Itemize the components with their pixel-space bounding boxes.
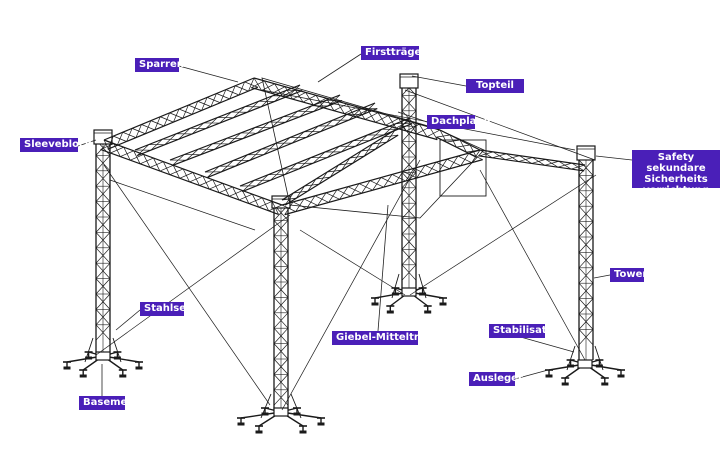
back-right-truss xyxy=(436,129,481,158)
label-firsttraeger: Firstträger xyxy=(361,46,426,60)
gable-center-truss xyxy=(281,129,399,206)
sleeveblock-front-left xyxy=(93,129,113,145)
leader-sparren xyxy=(178,65,239,83)
steel-cable-8 xyxy=(261,89,576,151)
right-eave-truss xyxy=(281,149,483,216)
inner-rafter-3 xyxy=(204,102,378,179)
dachplane-end-panel xyxy=(439,139,487,197)
truss-layer xyxy=(63,73,625,434)
base-safety-right xyxy=(545,345,625,386)
roof-plane-outline xyxy=(261,77,485,219)
leader-ausleger xyxy=(514,369,549,380)
label-basement: Basement xyxy=(79,396,139,410)
label-sleeveblock: Sleeveblock xyxy=(20,138,92,152)
leader-safety xyxy=(595,155,633,161)
base-back-left xyxy=(371,273,447,314)
front-edge-truss xyxy=(100,139,283,215)
leader-giebel xyxy=(377,204,389,332)
label-topteil: Topteil xyxy=(466,79,524,93)
steel-cable-3 xyxy=(299,229,406,296)
tower-front-left xyxy=(95,139,111,355)
inner-rafter-1 xyxy=(134,84,303,157)
topteil-safety xyxy=(576,145,596,161)
steel-cable-5 xyxy=(479,169,586,361)
label-giebel: Giebel-Mittelträger xyxy=(332,331,444,345)
tower-back-left xyxy=(401,79,417,290)
label-safety: Safety sekundare Sicherheits vorrichtung xyxy=(632,150,720,196)
label-stabilisator: Stabilisator xyxy=(489,324,558,338)
label-stahlseil: Stahlseil xyxy=(140,302,193,316)
leader-stahlseil xyxy=(115,309,141,331)
tower-safety-right xyxy=(578,159,594,360)
base-front-right xyxy=(237,393,325,434)
leader-tower xyxy=(593,274,611,279)
leader-dachplane xyxy=(397,111,428,123)
left-rafter-truss xyxy=(103,77,259,150)
label-tower: Tower xyxy=(610,268,647,282)
leader-topteil xyxy=(411,75,467,87)
steel-cable-6 xyxy=(409,174,597,296)
label-sparren: Sparren xyxy=(135,58,184,72)
label-ausleger: Ausleger xyxy=(469,372,523,386)
steel-cable-7 xyxy=(109,179,256,231)
leader-sleeveblock xyxy=(77,139,97,147)
topteil-back-left xyxy=(399,73,419,89)
inner-rafter-4 xyxy=(239,117,413,193)
leader-lines xyxy=(77,53,633,396)
steel-cable-2 xyxy=(95,214,291,356)
base-front-left xyxy=(63,337,143,378)
tower-front-right xyxy=(273,204,289,410)
label-dachplane: Dachplane xyxy=(427,115,490,129)
steel-cable-4 xyxy=(281,159,421,411)
leader-stabilisator xyxy=(516,335,575,353)
safety-connector-truss xyxy=(479,149,586,172)
leader-firsttraeger xyxy=(317,53,362,83)
steel-cable-1 xyxy=(103,164,271,406)
steel-cable-9 xyxy=(404,89,596,161)
